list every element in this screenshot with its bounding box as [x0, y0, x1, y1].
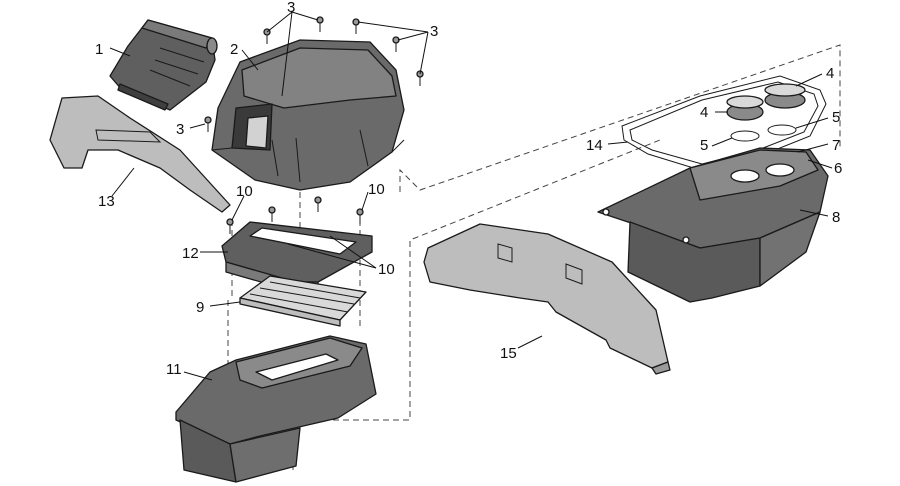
callout-4b: 4 — [700, 104, 708, 121]
callout-2: 2 — [230, 41, 238, 58]
part-intake-sleeves — [726, 83, 806, 142]
part-air-filter — [239, 275, 367, 327]
callout-10c: 10 — [378, 261, 395, 278]
callout-10b: 10 — [368, 181, 385, 198]
part-airbox-body — [597, 147, 829, 303]
callout-11: 11 — [166, 361, 182, 378]
part-side-shield — [423, 223, 671, 375]
callout-13: 13 — [98, 193, 115, 210]
callout-3a: 3 — [287, 0, 295, 16]
callout-12: 12 — [182, 245, 199, 262]
callout-14: 14 — [586, 137, 603, 154]
callout-6: 6 — [834, 160, 842, 177]
callout-9: 9 — [196, 299, 204, 316]
screw — [316, 16, 324, 32]
screw — [356, 208, 364, 224]
callout-8: 8 — [832, 209, 840, 226]
part-intake-duct — [109, 19, 218, 111]
bracket-body — [49, 95, 231, 213]
callout-15: 15 — [500, 345, 517, 362]
screw — [392, 36, 400, 52]
screw — [226, 218, 234, 234]
callout-5b: 5 — [700, 137, 708, 154]
screw — [263, 28, 271, 44]
callout-3c: 3 — [176, 121, 184, 138]
screw — [314, 196, 322, 212]
part-filter-housing — [175, 335, 377, 483]
callout-labels: 1 2 3 3 3 4 4 5 5 6 7 8 9 10 10 10 11 12… — [95, 0, 842, 378]
callout-3b: 3 — [430, 23, 438, 40]
part-airbox-cover — [211, 39, 405, 191]
callout-4a: 4 — [826, 65, 834, 82]
screw — [268, 206, 276, 222]
callout-10a: 10 — [236, 183, 253, 200]
part-bracket — [49, 95, 231, 213]
callout-7: 7 — [832, 137, 840, 154]
callout-5a: 5 — [832, 109, 840, 126]
part-gasket — [621, 75, 827, 171]
screw — [352, 18, 360, 34]
screw — [416, 70, 424, 86]
leader-lines — [109, 11, 833, 381]
screw — [204, 116, 212, 132]
callout-1: 1 — [95, 41, 103, 58]
